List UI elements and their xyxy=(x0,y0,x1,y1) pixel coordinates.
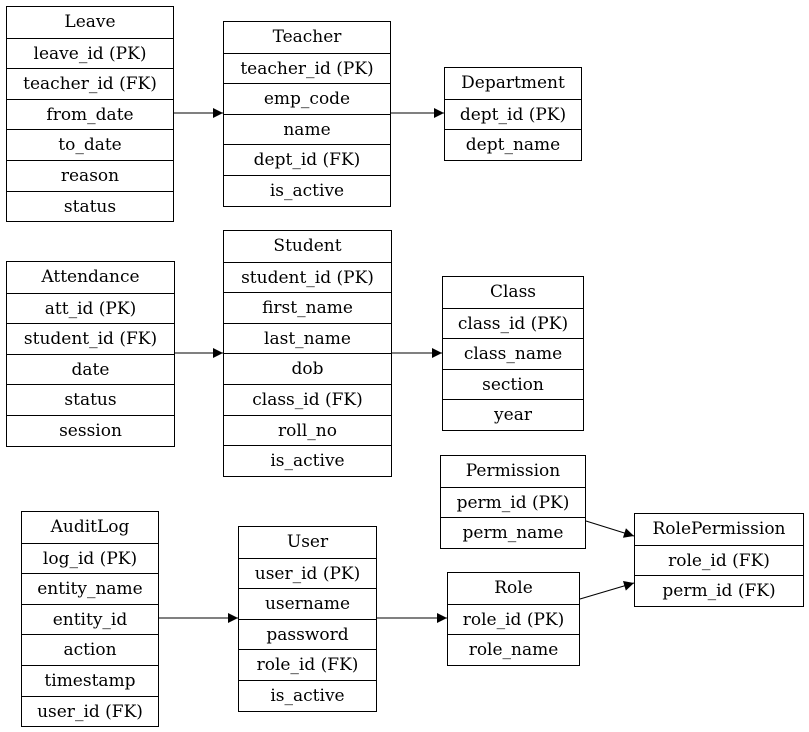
entity-field: section xyxy=(443,368,583,400)
entity-field: role_name xyxy=(448,634,579,665)
entity-field: teacher_id (PK) xyxy=(224,52,390,84)
entity-field: is_active xyxy=(239,679,376,711)
entity-field: entity_name xyxy=(22,573,158,604)
entity-field: entity_id xyxy=(22,603,158,635)
entity-field: dept_name xyxy=(445,129,581,160)
entity-field: to_date xyxy=(7,129,173,160)
entity-field: log_id (PK) xyxy=(22,542,158,574)
entity-title: User xyxy=(286,532,329,552)
entity-field: dept_id (PK) xyxy=(445,98,581,130)
entity-department: Department dept_id (PK)dept_name xyxy=(444,67,582,161)
entity-title: RolePermission xyxy=(652,519,786,539)
entity-title: Attendance xyxy=(41,267,140,287)
entity-field: role_id (FK) xyxy=(239,649,376,680)
entity-field: password xyxy=(239,618,376,650)
entity-title: Student xyxy=(273,236,342,256)
entity-title: Role xyxy=(494,578,533,598)
entity-field: is_active xyxy=(224,174,390,206)
entity-field: first_name xyxy=(224,292,391,323)
entity-title: Leave xyxy=(64,12,116,32)
entity-permission: Permission perm_id (PK)perm_name xyxy=(440,455,586,549)
entity-title: Permission xyxy=(465,461,561,481)
entity-field: emp_code xyxy=(224,83,390,114)
entity-field: class_name xyxy=(443,338,583,369)
entity-field: student_id (PK) xyxy=(224,261,391,293)
entity-leave: Leave leave_id (PK)teacher_id (FK)from_da… xyxy=(6,6,174,223)
entity-field: class_id (FK) xyxy=(224,383,391,415)
entity-field: action xyxy=(22,634,158,665)
entity-title: AuditLog xyxy=(50,517,130,537)
entity-field: reason xyxy=(7,159,173,191)
entity-field: last_name xyxy=(224,322,391,354)
entity-field: session xyxy=(7,414,174,446)
edge-permission-rolepermission xyxy=(585,520,635,538)
entity-field: student_id (FK) xyxy=(7,323,174,354)
entity-attendance: Attendance att_id (PK)student_id (FK)date… xyxy=(6,261,175,447)
entity-field: roll_no xyxy=(224,414,391,446)
edge-role-rolepermission xyxy=(579,581,635,600)
entity-field: name xyxy=(224,113,390,145)
entity-field: status xyxy=(7,384,174,415)
entity-field: perm_name xyxy=(441,517,585,548)
entity-field: class_id (PK) xyxy=(443,307,583,339)
entity-field: teacher_id (FK) xyxy=(7,68,173,99)
entity-title: Class xyxy=(489,282,537,302)
entity-field: date xyxy=(7,353,174,385)
entity-rolepermission: RolePermission role_id (FK)perm_id (FK) xyxy=(634,513,804,607)
entity-field: is_active xyxy=(224,445,391,476)
entity-field: role_id (PK) xyxy=(448,603,579,635)
entity-field: username xyxy=(239,588,376,619)
entity-title: Teacher xyxy=(272,27,342,47)
entity-field: status xyxy=(7,190,173,222)
entity-title: Department xyxy=(461,73,565,93)
entity-field: year xyxy=(443,399,583,430)
entity-field: dept_id (FK) xyxy=(224,144,390,175)
entity-field: user_id (FK) xyxy=(22,695,158,727)
entity-field: user_id (PK) xyxy=(239,557,376,589)
entity-field: from_date xyxy=(7,98,173,130)
entity-field: att_id (PK) xyxy=(7,292,174,324)
entity-field: leave_id (PK) xyxy=(7,37,173,69)
entity-field: timestamp xyxy=(22,664,158,696)
entity-field: perm_id (PK) xyxy=(441,486,585,518)
entity-role: Role role_id (PK)role_name xyxy=(447,572,580,666)
entity-field: role_id (FK) xyxy=(635,544,803,576)
entity-field: dob xyxy=(224,353,391,384)
entity-field: perm_id (FK) xyxy=(635,575,803,606)
